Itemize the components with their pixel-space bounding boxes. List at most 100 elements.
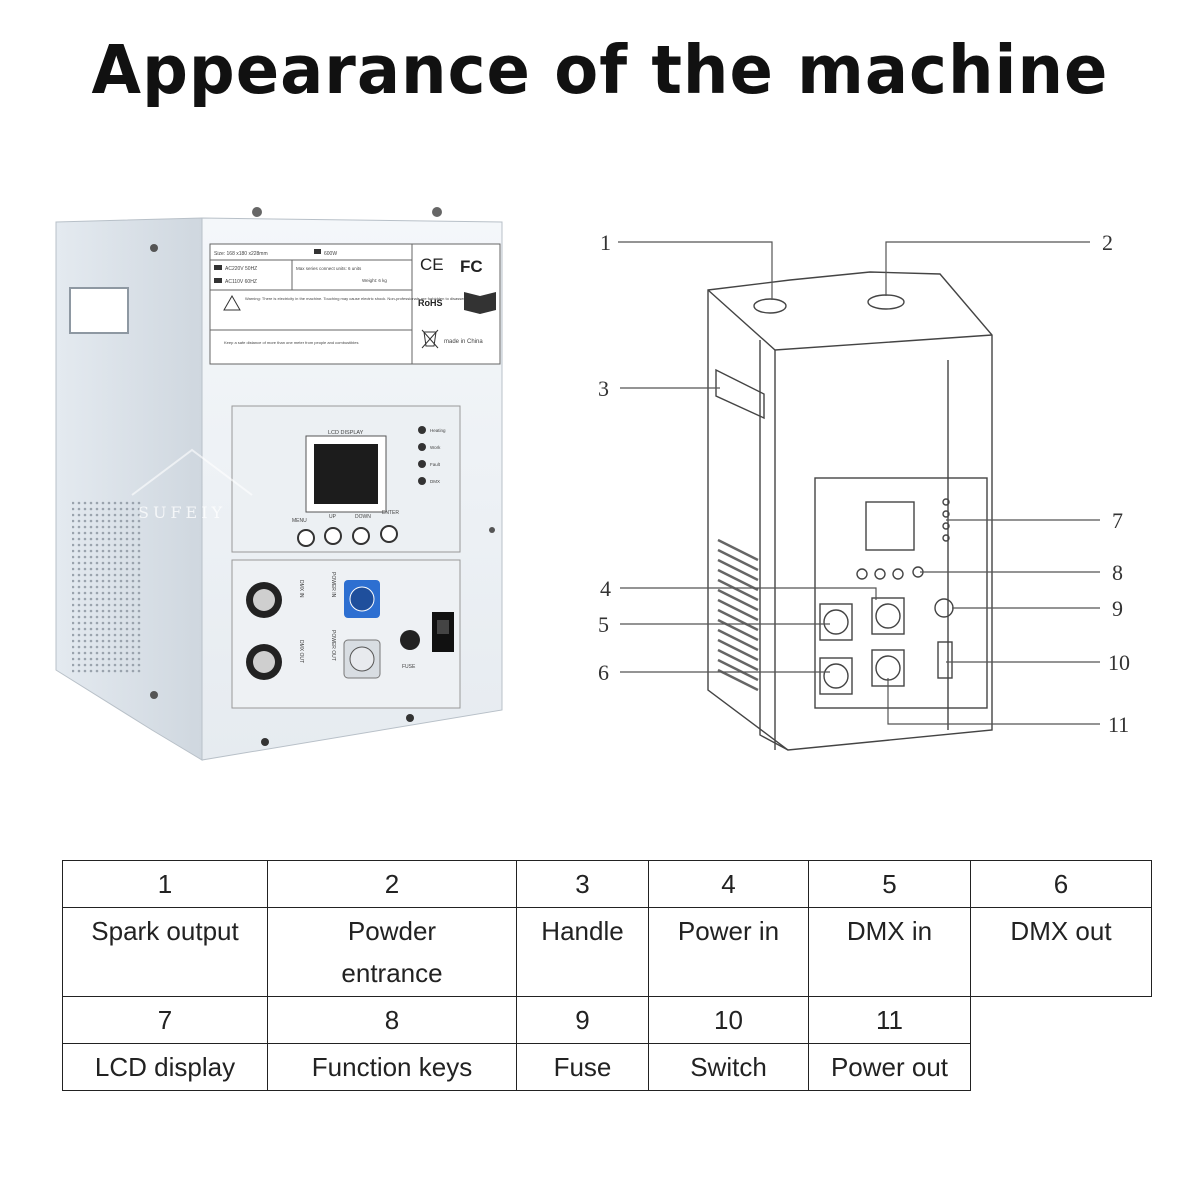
spec-series: Max series connect units: 6 units [296, 266, 362, 271]
diagram-dmx-in [819, 603, 853, 641]
callout-1: 1 [600, 230, 611, 255]
spec-ac2: AC110V 60HZ [225, 279, 257, 285]
part-description: Fuse [516, 1043, 649, 1091]
callout-9: 9 [1112, 596, 1123, 621]
part-number: 4 [648, 860, 809, 908]
part-description: Function keys [267, 1043, 517, 1091]
svg-text:DOWN: DOWN [355, 514, 371, 520]
svg-text:UP: UP [329, 514, 337, 520]
callout-10: 10 [1108, 650, 1130, 675]
diagram-switch [937, 641, 953, 679]
fuse-holder [400, 630, 420, 650]
lcd-screen [314, 444, 378, 504]
part-number: 6 [970, 860, 1152, 908]
part-description: Handle [516, 907, 649, 997]
power-connectors: POWER IN POWER OUT [330, 572, 381, 679]
screw-icon [261, 738, 269, 746]
table-row: LCD display Function keys Fuse Switch Po… [62, 1043, 1152, 1091]
watermark-text: SUFEIY [138, 503, 226, 522]
manual-book-icon [464, 292, 496, 314]
svg-text:POWER OUT: POWER OUT [330, 630, 336, 661]
diagram-front-panel [814, 477, 988, 709]
warning-text: Warning: There is electricity in the mac… [245, 296, 496, 301]
svg-text:Work: Work [430, 445, 441, 450]
part-description: Power in [648, 907, 809, 997]
part-description: LCD display [62, 1043, 268, 1091]
safe-distance-text: Keep a safe distance of more than one me… [224, 340, 359, 345]
diagram-power-in [871, 597, 905, 635]
diagram-vents [717, 538, 759, 692]
ce-mark: CE [420, 255, 444, 274]
watermark-logo-icon [131, 448, 253, 496]
empty-cell [971, 997, 1152, 1044]
spec-ac1: AC220V 50HZ [225, 266, 257, 272]
empty-cell [971, 1044, 1152, 1091]
part-number: 8 [267, 996, 517, 1044]
screw-icon [252, 207, 262, 217]
part-number: 5 [808, 860, 971, 908]
svg-text:MENU: MENU [292, 518, 307, 524]
side-vents [72, 500, 142, 675]
side-handle [69, 287, 129, 334]
svg-text:ENTER: ENTER [382, 510, 399, 516]
spec-power: 600W [324, 251, 337, 257]
svg-text:POWER IN: POWER IN [330, 572, 336, 598]
callout-3: 3 [598, 376, 609, 401]
machine-line-diagram: 1 2 3 4 5 6 7 8 9 10 11 [598, 230, 1130, 751]
down-key-icon [352, 527, 370, 545]
made-in-text: made in China [444, 339, 483, 345]
diagram-lcd [865, 501, 915, 551]
part-description: Powder entrance [267, 907, 517, 997]
table-row: 1 2 3 4 5 6 [62, 860, 1152, 908]
table-row: Spark output Powder entrance Handle Powe… [62, 907, 1152, 997]
callout-6: 6 [598, 660, 609, 685]
callout-5: 5 [598, 612, 609, 637]
svg-text:DMX: DMX [430, 479, 440, 484]
callout-7: 7 [1112, 508, 1123, 533]
spec-label: Size: 168 x180 x228mm 600W AC220V 50HZ A… [209, 243, 501, 365]
diagram-handle [715, 368, 765, 420]
part-number: 7 [62, 996, 268, 1044]
svg-text:Fault: Fault [430, 462, 441, 467]
fc-mark: FC [460, 257, 483, 276]
screw-icon [432, 207, 442, 217]
function-keys: MENU UP DOWN ENTER [292, 510, 399, 547]
indicator-leds: Heating Work Fault DMX [418, 426, 446, 485]
recycle-bin-icon [421, 329, 439, 349]
part-number: 11 [808, 996, 971, 1044]
part-description: DMX in [808, 907, 971, 997]
diagram-spark-output [753, 298, 787, 314]
part-number: 1 [62, 860, 268, 908]
parts-table: 1 2 3 4 5 6 Spark output Powder entrance… [62, 860, 1152, 1091]
part-description: Spark output [62, 907, 268, 997]
part-description: DMX out [970, 907, 1152, 997]
rohs-mark: RoHS [418, 298, 443, 308]
screw-icon [406, 714, 414, 722]
part-number: 9 [516, 996, 649, 1044]
dmx-connectors: DMX IN DMX OUT [246, 580, 304, 680]
table-row: 7 8 9 10 11 [62, 996, 1152, 1044]
screw-icon [150, 244, 158, 252]
warning-icon [223, 294, 241, 311]
diagram-front-edge [707, 289, 993, 351]
page-title: Appearance of the machine [91, 32, 1109, 110]
machine-photo: Size: 168 x180 x228mm 600W AC220V 50HZ A… [55, 207, 503, 761]
enter-key-icon [380, 525, 398, 543]
lcd-label: LCD DISPLAY [328, 430, 364, 436]
callout-8: 8 [1112, 560, 1123, 585]
callout-11: 11 [1108, 712, 1129, 737]
part-description: Switch [648, 1043, 809, 1091]
part-number: 3 [516, 860, 649, 908]
up-key-icon [324, 527, 342, 545]
spec-size: Size: 168 x180 x228mm [214, 251, 268, 257]
callout-labels: 1 2 3 4 5 6 7 8 9 10 11 [598, 230, 1130, 737]
diagram-dmx-out [819, 657, 853, 695]
svg-text:DMX IN: DMX IN [298, 580, 304, 598]
callout-4: 4 [600, 576, 611, 601]
part-description: Power out [808, 1043, 971, 1091]
svg-text:DMX OUT: DMX OUT [298, 640, 304, 663]
screw-icon [150, 691, 158, 699]
diagram-powder-entrance [867, 294, 905, 310]
menu-key-icon [297, 529, 315, 547]
callout-2: 2 [1102, 230, 1113, 255]
